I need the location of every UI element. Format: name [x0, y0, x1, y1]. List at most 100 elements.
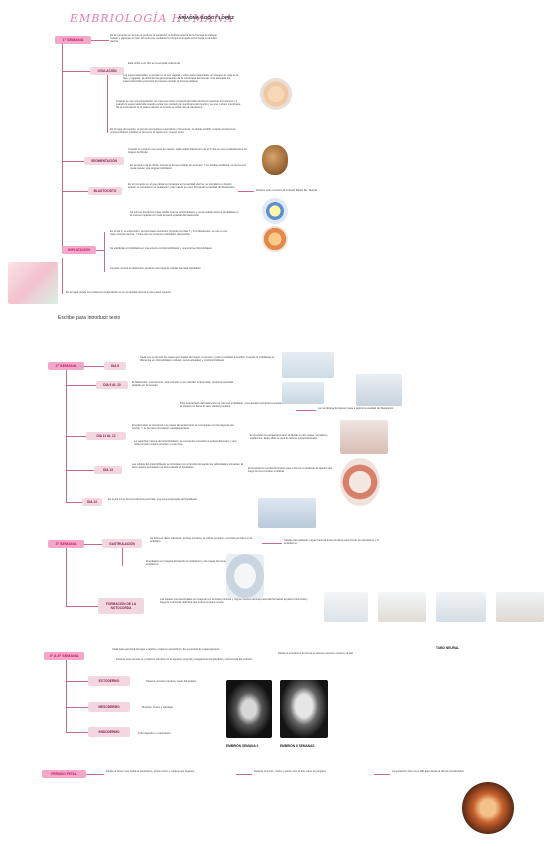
ovocyte-image	[260, 78, 292, 110]
notochord-image-2	[378, 592, 426, 622]
text-periodo-fetal-1: Desde el tercer mes hasta el nacimiento,…	[106, 770, 195, 773]
text-periodo-fetal-2: Durante el tercer, cuarto y quinto mes e…	[254, 770, 327, 773]
connector	[66, 470, 94, 471]
text-ovulacion-2: Los espermatozoides, expresan en el ovo …	[123, 74, 239, 84]
connector	[66, 606, 98, 607]
text-endodermo: Tubo digestivo y respiratorio	[138, 732, 171, 735]
day14-image	[258, 498, 316, 528]
day11-image	[340, 420, 388, 454]
text-semana-4-8-1: Cada capa germinal da lugar a tejidos y …	[112, 648, 221, 651]
text-ovulacion-3: Cuando se une a la penetración, se crea …	[116, 100, 241, 110]
text-dia-14: En el día 14 se forma la lámina precorda…	[108, 498, 198, 501]
node-dia-9-10: DIA 9 AL 10	[96, 381, 128, 389]
text-week1-intro: En el momento en el que se produce la ov…	[110, 34, 218, 44]
connector	[66, 681, 88, 682]
connector	[96, 250, 104, 251]
day8-image	[282, 352, 334, 378]
connector	[62, 71, 90, 72]
text-semana-4-8-2: Durante este periodo se producen cambios…	[116, 658, 253, 661]
caption-embrion-8-semanas: EMBRIÓN 8 SEMANAS	[280, 744, 315, 748]
text-gastrulacion-2: El epiblasto se invagina formando el end…	[146, 560, 240, 567]
connector	[238, 191, 254, 192]
section-week-3: 3ª SEMANA	[48, 540, 84, 548]
uterus-diagram-image	[8, 262, 58, 304]
connector	[66, 707, 88, 708]
gastrula-image	[226, 554, 264, 598]
node-dia-11-12: DIA 11 AL 12	[86, 432, 126, 440]
day10-image	[356, 374, 402, 406]
text-dia-9-10-side: La membrana de Heuser pasa a tapizar la …	[318, 407, 394, 410]
text-blastocisto-2: Se solo se tiende los masa celular inter…	[130, 211, 239, 218]
notochord-image-3	[436, 592, 486, 622]
day9-image	[282, 382, 324, 404]
text-dia-13: Las células del citotrofoblasto se intro…	[132, 463, 244, 470]
connector	[84, 544, 102, 545]
connector	[122, 548, 123, 566]
connector	[296, 410, 316, 411]
connector	[86, 774, 104, 775]
connector	[262, 543, 282, 544]
text-dia-13-side: El mesodermo extraembrionario pasa a for…	[248, 467, 333, 474]
implantation-image	[262, 226, 288, 252]
notochord-image-4	[496, 592, 544, 622]
node-dia-14: DIA 14	[82, 498, 102, 506]
blastocyst-image	[262, 198, 288, 224]
node-implantacion: IMPLATACIÓN	[62, 246, 96, 254]
text-ovulacion-1: Está unido a un cilio en la ampolla ovár…	[128, 62, 180, 65]
connector	[66, 385, 96, 386]
connector	[104, 232, 105, 272]
connector	[62, 191, 88, 192]
node-notocorda: FORMACIÓN DE LA NOTOCORDA	[98, 598, 144, 614]
node-segmentacion: SEGMENTACIÓN	[84, 157, 124, 165]
text-implantacion-4: En el lugar donde se produce la implanta…	[66, 291, 172, 294]
section-periodo-fetal: PERIODO FETAL	[42, 770, 86, 778]
node-ectodermo: ECTODERMO	[88, 676, 130, 686]
node-blastocisto: BLASTOCISTO	[88, 187, 122, 195]
text-notocorda: Las células prenotocordales se invaginan…	[160, 598, 308, 605]
text-implantacion-3: La parte ventral el blastocisto, produce…	[110, 267, 201, 270]
connector	[374, 774, 390, 775]
connector	[62, 258, 63, 294]
text-ectodermo: Sistema nervioso central y parte del epi…	[146, 680, 197, 683]
caption-tubo-neural: TUBO NEURAL	[436, 646, 460, 650]
text-mesodermo: Músculo, hueso y cartílago	[142, 706, 173, 709]
text-semana-4-8-side: Desde el ectodermo se forma el sistema n…	[278, 652, 354, 655]
notochord-image-1	[324, 592, 368, 622]
author-name: ARIADNA GODOY LOPEZ	[178, 15, 234, 20]
node-dia-8: DIA 8	[104, 362, 126, 370]
section-week-4-8: 4ª A 8ª SEMANA	[44, 652, 84, 660]
text-dia-9-10: El blastocisto, nuevamente, está cerrado…	[132, 381, 234, 388]
text-blastocisto-side: Durante este momento el embrión Bastio 8…	[256, 189, 317, 192]
section-week-2: 2ª SEMANA	[48, 362, 84, 370]
connector	[236, 774, 252, 775]
node-endodermo: ENDODERMO	[88, 727, 130, 737]
text-gastrulacion-1: Se forma el disco trilaminar, la línea p…	[150, 537, 253, 544]
connector	[66, 548, 67, 606]
text-implantacion-2: Se subdivide el trofoblasto en una exter…	[110, 247, 212, 250]
text-ovulacion-4: En el lugar del ovocito, se forman pronú…	[110, 128, 236, 135]
connector	[66, 502, 82, 503]
node-mesodermo: MESODERMO	[88, 702, 130, 712]
text-dia-11-12-side: El mesodermo extraembrionario se divide …	[250, 434, 328, 441]
connector	[107, 75, 108, 133]
node-gastrulacion: GASTRULACIÓN	[102, 539, 142, 548]
text-blastocisto-1: En el momento en el que célula se introd…	[128, 183, 235, 190]
placeholder-hint[interactable]: Escribe para introducir texto	[58, 315, 121, 321]
connector	[66, 436, 86, 437]
text-periodo-fetal-3: La gestación dura unos 280 días desde la…	[392, 770, 465, 773]
fetus-image	[462, 782, 514, 834]
connector	[62, 44, 63, 250]
morula-image	[262, 145, 288, 175]
document-title: EMBRIOLOGÍA HUMANA	[70, 12, 234, 25]
embryo-week8-image	[280, 680, 328, 738]
connector	[62, 161, 84, 162]
text-segmentacion-1: Cuando se produce una serie de mitosis, …	[128, 148, 247, 155]
text-gastrulacion-side: Células del epiblasto migran hacia la lí…	[284, 539, 380, 546]
caption-embrion-semana-4: EMBRIÓN SEMANA 4	[226, 744, 259, 748]
text-dia-11-12-a: El endometrio se incorpora. Los vasos de…	[132, 424, 234, 431]
text-segmentacion-2: En el interior de la célula, mórula se f…	[130, 164, 246, 171]
embryo-week4-image	[226, 680, 272, 738]
connector	[66, 660, 67, 732]
node-dia-13: DIA 13	[94, 466, 122, 474]
text-dia-8: Cada vez se forman las capas germinales …	[140, 356, 275, 363]
